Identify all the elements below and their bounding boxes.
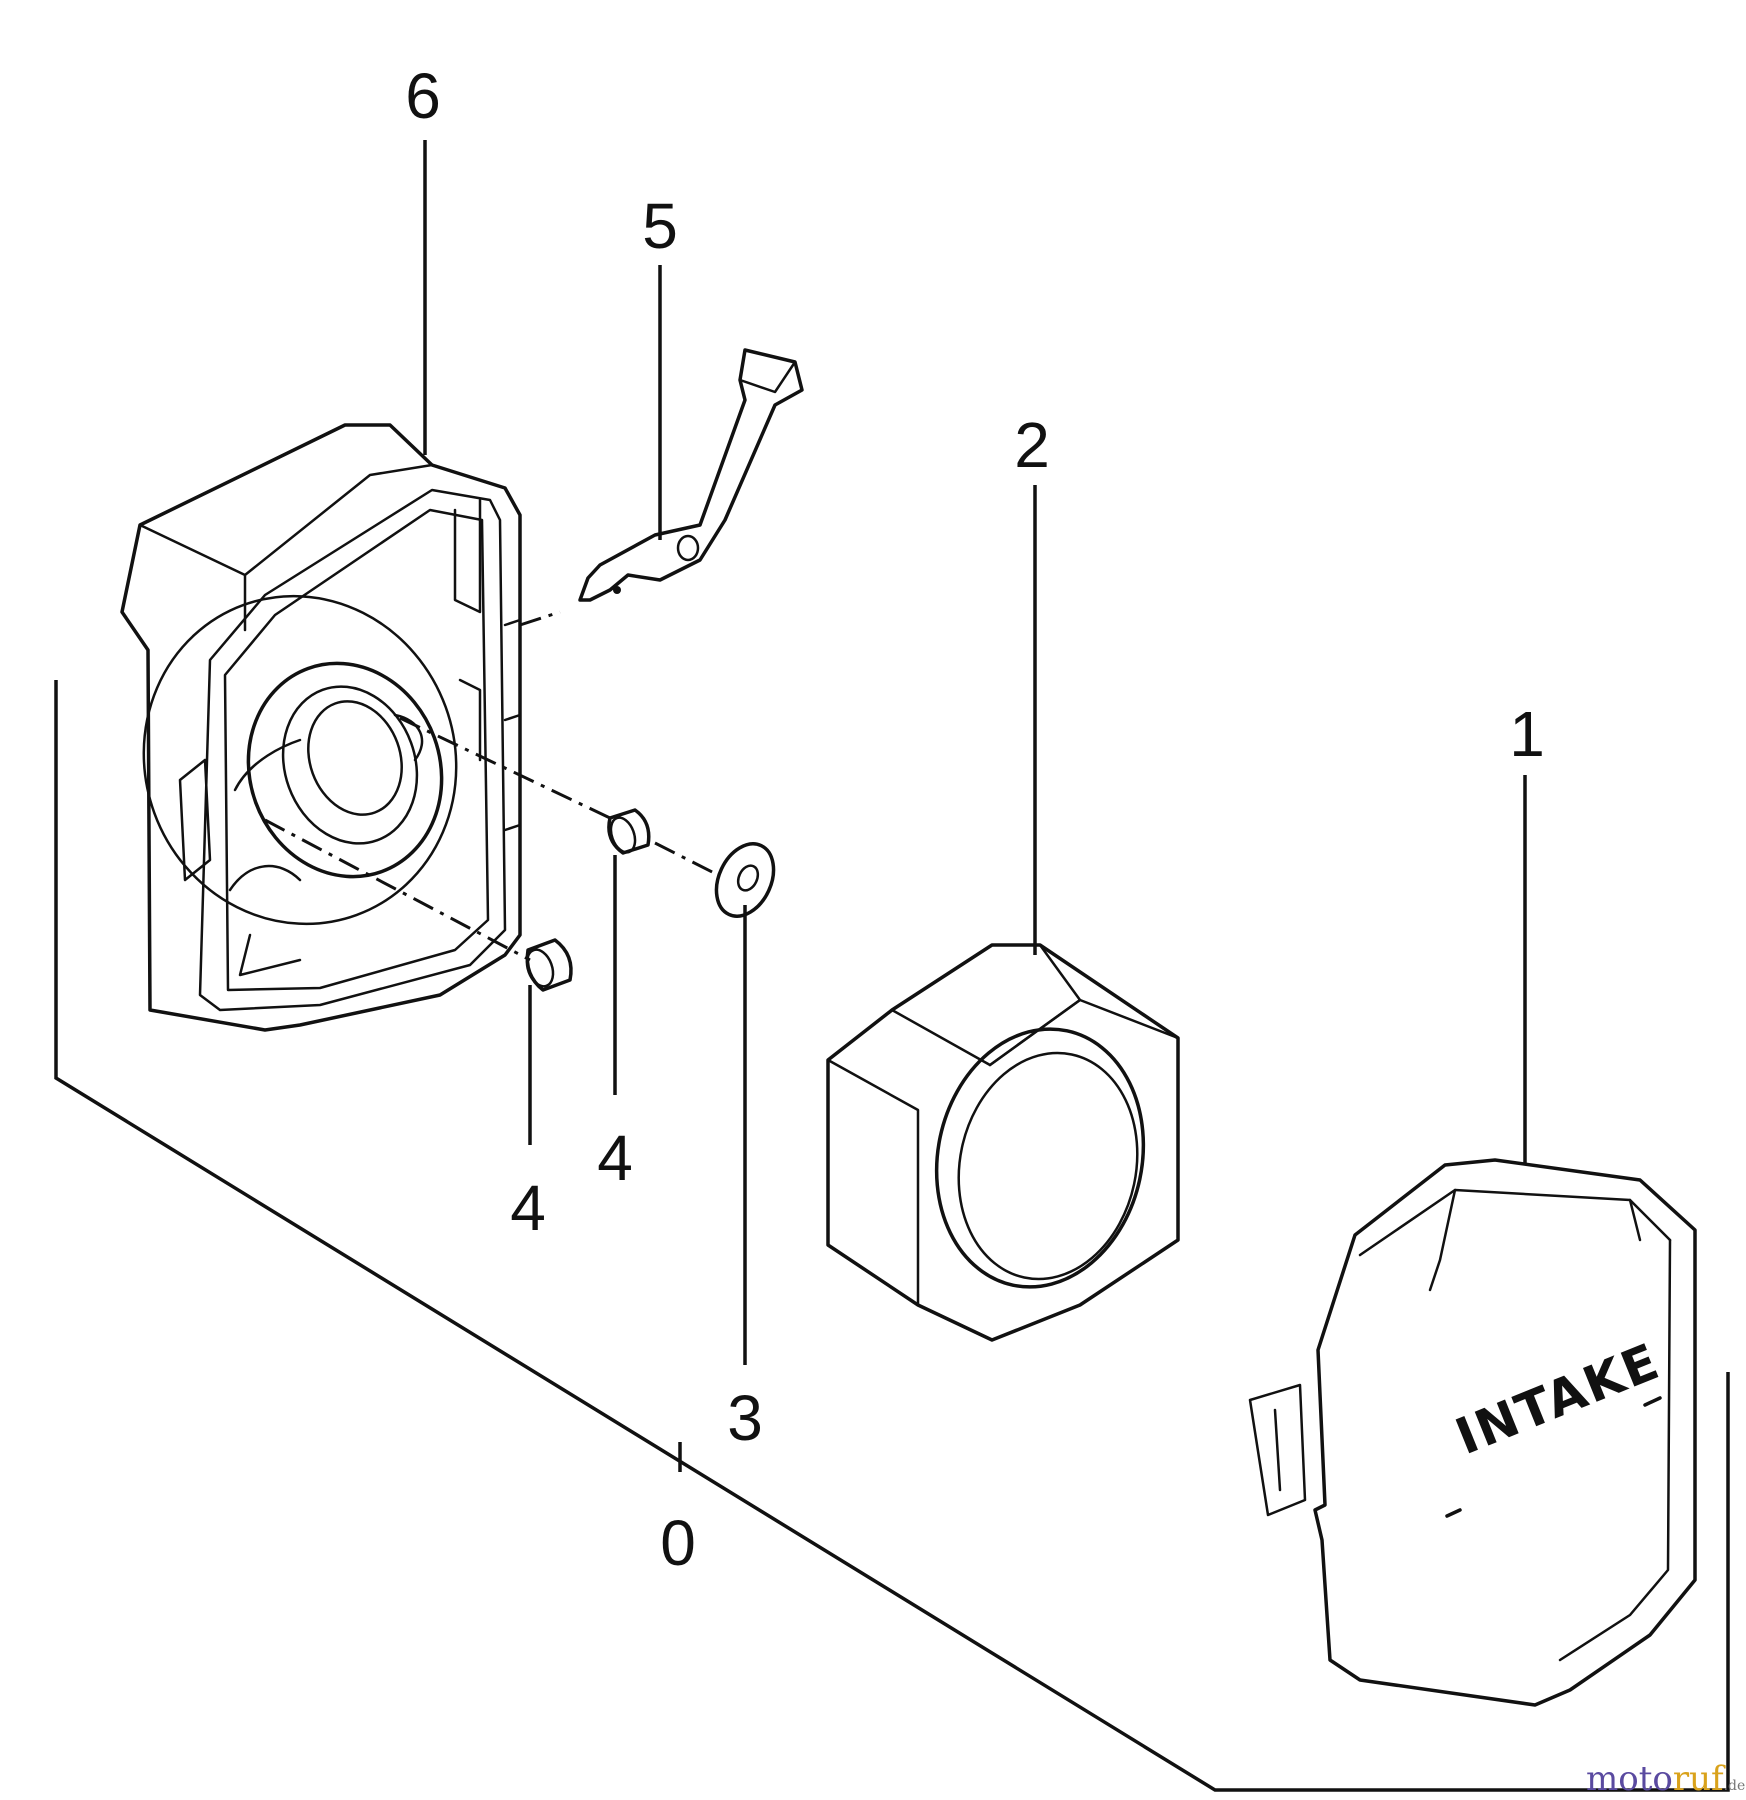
watermark-part-b: ruf [1673, 1759, 1726, 1799]
watermark-suffix: .de [1724, 1778, 1746, 1794]
washer [714, 842, 776, 918]
callout-3: 3 [727, 1382, 763, 1454]
callout-labels: 6 5 2 1 4 4 3 0 [405, 60, 1545, 1579]
watermark-part-a: moto [1586, 1759, 1673, 1799]
mounting-plate [578, 348, 804, 602]
callout-6: 6 [405, 60, 441, 132]
callout-4-right: 4 [597, 1122, 633, 1194]
base-housing [120, 423, 522, 1032]
callout-2: 2 [1014, 409, 1050, 481]
pin-left [525, 938, 573, 992]
intake-stamp-text: INTAKE [1448, 1332, 1668, 1466]
callout-4-left: 4 [510, 1172, 546, 1244]
filter-element [826, 943, 1180, 1342]
svg-text:motoruf.de: motoruf.de [1586, 1759, 1745, 1799]
callout-0: 0 [660, 1507, 696, 1579]
callout-5: 5 [642, 190, 678, 262]
assembly-bracket [54, 680, 1730, 1792]
pin-right [607, 808, 651, 855]
assembly-guide-lines [264, 610, 721, 962]
leader-lines [423, 140, 1527, 1365]
intake-cover: INTAKE [1248, 1158, 1697, 1707]
callout-1: 1 [1509, 698, 1545, 770]
watermark: motoruf.de [1586, 1759, 1745, 1799]
